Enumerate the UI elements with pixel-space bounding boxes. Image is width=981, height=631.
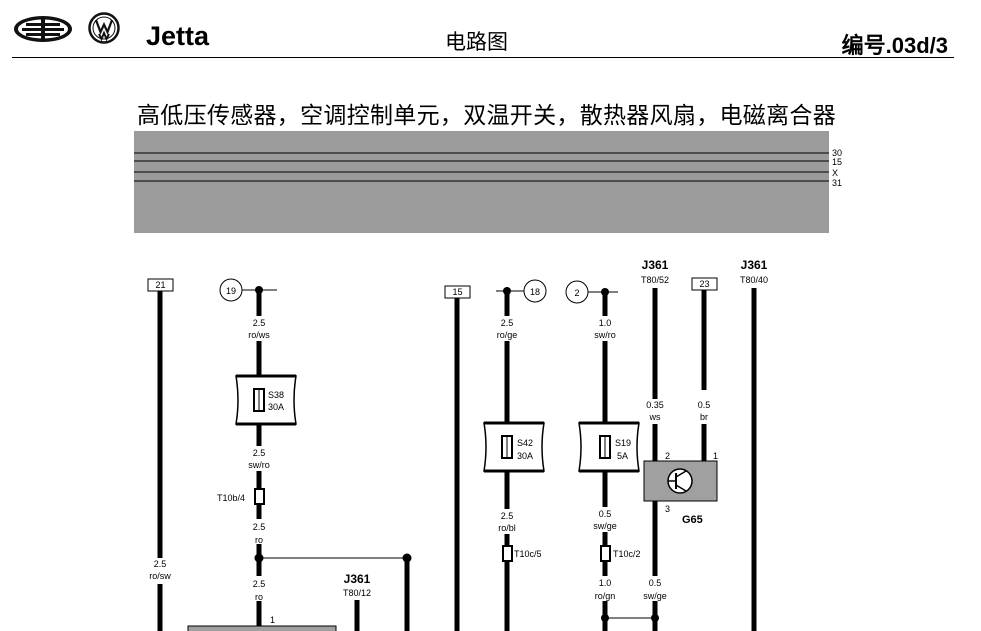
pin-number: 1	[270, 615, 275, 625]
bus-terminal-31: 31	[832, 178, 842, 188]
j361-t80-40: J361 T80/40	[740, 258, 768, 631]
wire-color: ws	[649, 412, 661, 422]
fuse-s19: S19 5A	[578, 421, 640, 473]
fuse-s38: S38 30A	[235, 374, 297, 426]
bus-terminal-x: X	[832, 168, 838, 178]
component-name: J361	[642, 258, 669, 272]
vw-logo-icon	[88, 12, 120, 44]
pin-left: 2	[665, 451, 670, 461]
j361-t80-12: J361 T80/12	[343, 572, 371, 631]
wire-color: br	[700, 412, 708, 422]
pin-label: T80/52	[641, 275, 669, 285]
component-name: J361	[344, 572, 371, 586]
fuse-label: S38	[268, 390, 284, 400]
wire-size: 1.0	[599, 318, 612, 328]
faw-logo-icon	[14, 16, 72, 42]
circle-ref-2: 2	[574, 288, 579, 298]
wire-23: 23 0.5 br	[691, 277, 718, 461]
wire-2: 2 1.0 sw/ro S19 5A 0.5 sw/ge T10c/2 1.0 …	[565, 280, 659, 631]
bus-terminal-15: 15	[832, 157, 842, 167]
connector-label: T10c/2	[613, 549, 641, 559]
connector-label: T10b/4	[217, 493, 245, 503]
wire-size: 2.5	[501, 511, 514, 521]
fuse-label: S19	[615, 438, 631, 448]
wire-size: 2.5	[253, 448, 266, 458]
wire-size: 0.5	[649, 578, 662, 588]
fuse-label: S42	[517, 438, 533, 448]
power-bus: 30 15 X 31	[134, 131, 842, 233]
wire-size: 2.5	[253, 318, 266, 328]
wire-color: ro/bl	[498, 523, 516, 533]
wire-size: 0.35	[646, 400, 664, 410]
wire-size: 2.5	[253, 579, 266, 589]
wire-color: sw/ge	[643, 591, 667, 601]
header: Jetta 电路图 编号.03d/3	[0, 0, 981, 60]
wire-size: 2.5	[253, 522, 266, 532]
circle-ref-19: 19	[226, 286, 236, 296]
pin-bottom: 3	[665, 504, 670, 514]
terminal-box-15: 15	[452, 287, 462, 297]
diagram-subtitle: 高低压传感器，空调控制单元，双温开关，散热器风扇，电磁离合器	[137, 102, 836, 128]
brand-name: Jetta	[146, 21, 210, 51]
terminal-box-21: 21	[155, 280, 165, 290]
circle-ref-18: 18	[530, 287, 540, 297]
pin-label: T80/40	[740, 275, 768, 285]
wire-size: 0.5	[698, 400, 711, 410]
wire-color: sw/ro	[248, 460, 270, 470]
wire-color: sw/ro	[594, 330, 616, 340]
j361-t80-52: J361 T80/52 0.35 ws	[640, 258, 670, 461]
terminal-box-23: 23	[699, 279, 709, 289]
bus-terminal-30: 30	[832, 148, 842, 158]
fuse-rating: 30A	[517, 451, 533, 461]
wire-15: 15	[444, 285, 471, 631]
pin-right: 1	[713, 451, 718, 461]
fuse-s42: S42 30A	[483, 421, 545, 473]
wire-color: ro/ws	[248, 330, 270, 340]
fuse-rating: 5A	[617, 451, 628, 461]
wire-size: 2.5	[154, 559, 167, 569]
wire-size: 1.0	[599, 578, 612, 588]
wire-color: sw/ge	[593, 521, 617, 531]
wire-size: 2.5	[501, 318, 514, 328]
wire-size: 0.5	[599, 509, 612, 519]
wire-color: ro	[255, 592, 263, 602]
document-title: 电路图	[445, 31, 508, 54]
component-name: J361	[741, 258, 768, 272]
wire-color: ro/gn	[595, 591, 616, 601]
wire-color: ro	[255, 535, 263, 545]
fuse-rating: 30A	[268, 402, 284, 412]
wire-19: 19 2.5 ro/ws S38 30A 2.5 sw/ro T10b/4 2.…	[187, 278, 412, 631]
connector-label: T10c/5	[514, 549, 542, 559]
component-name: G65	[682, 514, 703, 526]
wire-color: ro/sw	[149, 571, 171, 581]
document-number: 编号.03d/3	[841, 33, 948, 58]
wire-18: 18 2.5 ro/ge S42 30A 2.5 ro/bl T10c/5	[483, 279, 547, 631]
pin-label: T80/12	[343, 588, 371, 598]
header-divider	[12, 57, 954, 58]
g65-sensor: 2 1 3 G65 0.5 sw/ge	[640, 451, 718, 631]
wire-21: 21 2.5 ro/sw	[146, 278, 174, 631]
wire-color: ro/ge	[497, 330, 518, 340]
